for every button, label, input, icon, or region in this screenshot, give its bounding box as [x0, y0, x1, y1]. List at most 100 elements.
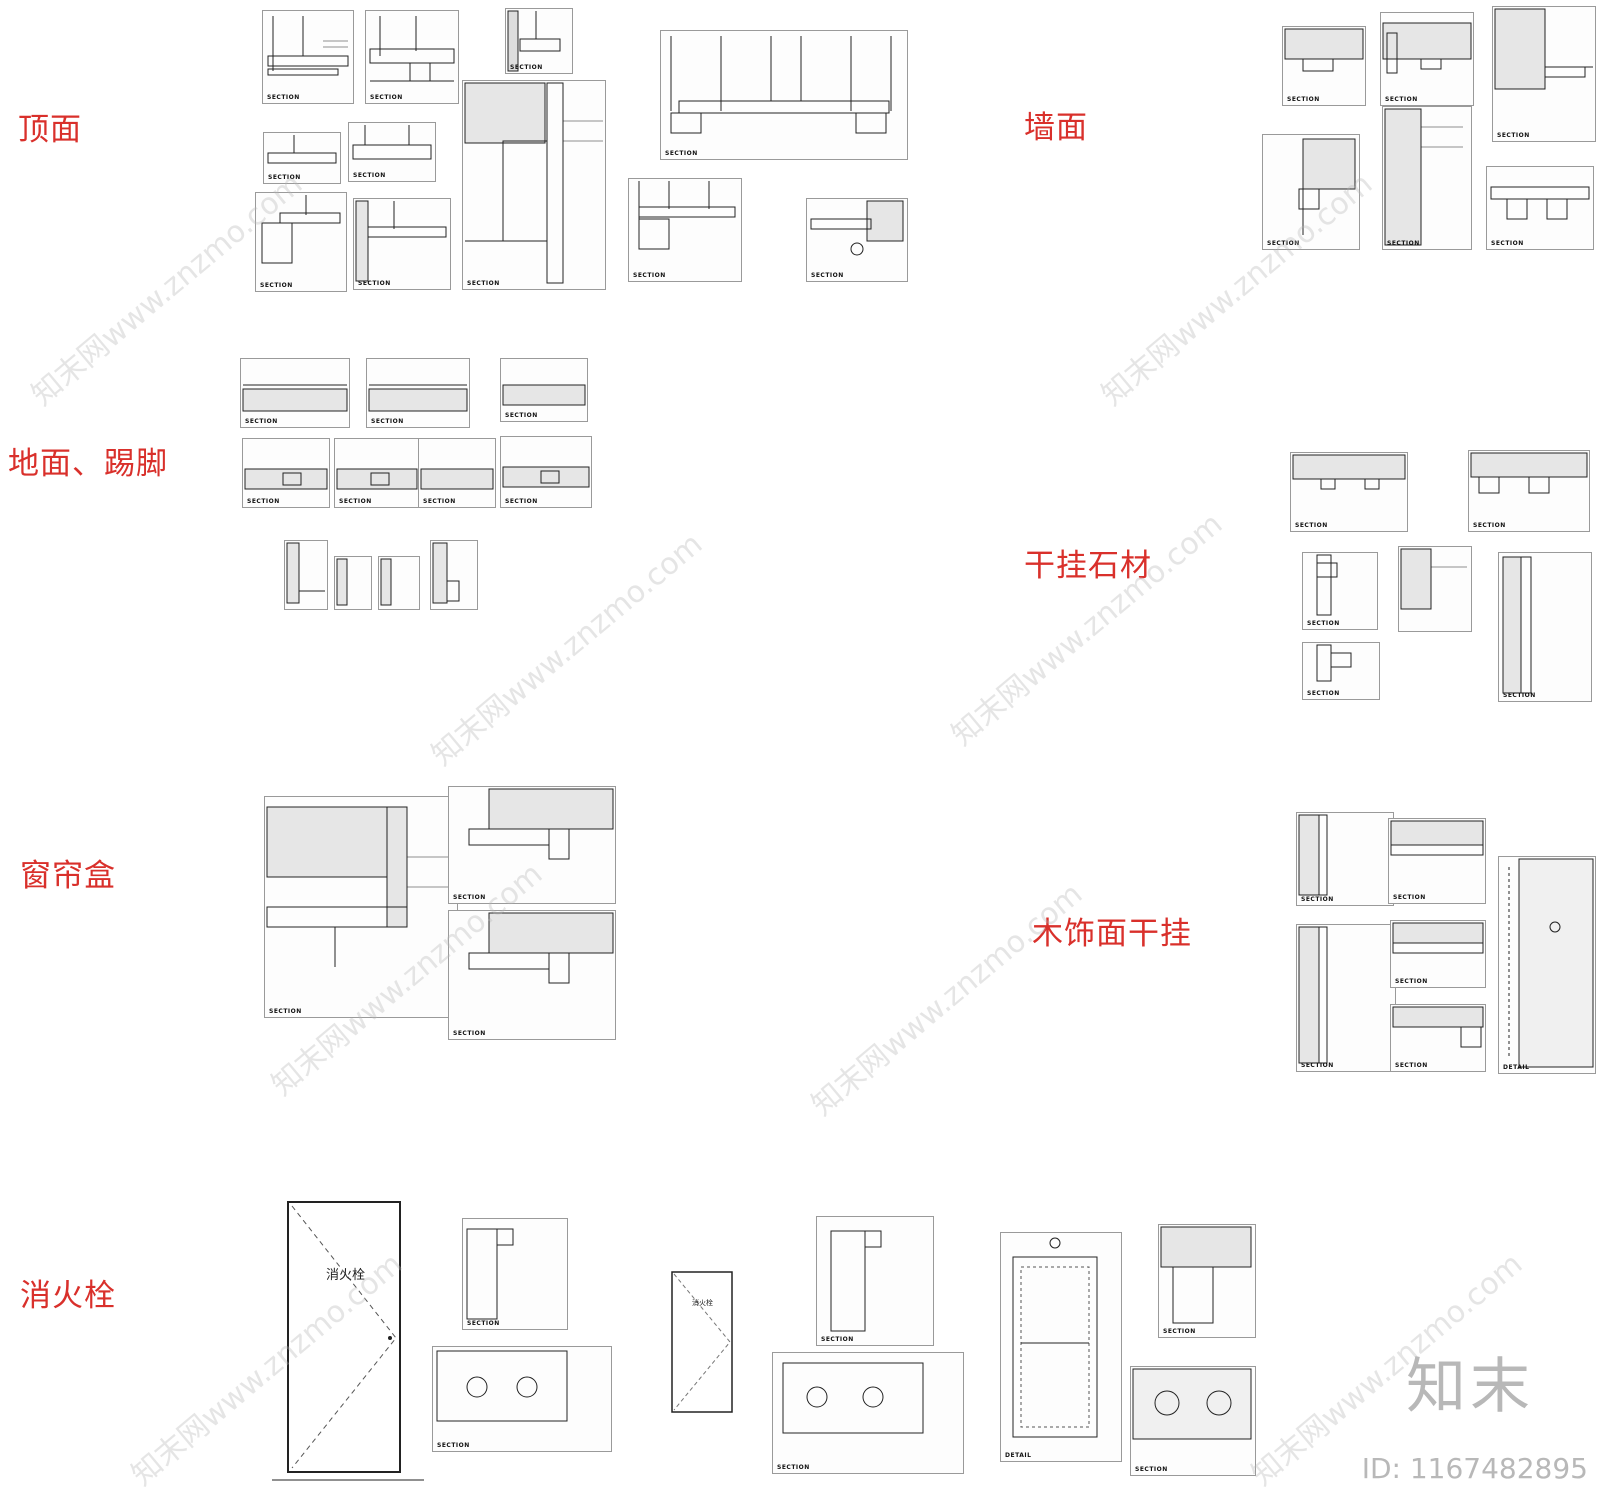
wood-dry-detail: SECTION: [1388, 818, 1486, 904]
section-tag: SECTION: [423, 498, 456, 505]
section-tag: SECTION: [269, 1008, 302, 1015]
wood-dry-detail: SECTION: [1390, 1004, 1486, 1072]
section-tag: SECTION: [505, 498, 538, 505]
section-tag: SECTION: [339, 498, 372, 505]
section-tag: SECTION: [1395, 978, 1428, 985]
section-tag: SECTION: [358, 280, 391, 287]
hydrant-detail: DETAIL: [1000, 1232, 1122, 1462]
hydrant-door-label: 消火栓: [326, 1268, 366, 1283]
wood-dry-detail: DETAIL: [1498, 856, 1596, 1074]
skirting-detail: [378, 556, 420, 610]
category-label-floor: 地面、踢脚: [8, 446, 168, 482]
ceiling-detail: SECTION: [628, 178, 742, 282]
wall-detail: SECTION: [1282, 26, 1366, 106]
hydrant-detail: SECTION: [462, 1218, 568, 1330]
dry-stone-detail: SECTION: [1498, 552, 1592, 702]
category-label-hydrant: 消火栓: [20, 1278, 116, 1314]
ceiling-detail: SECTION: [255, 192, 347, 292]
dry-stone-detail: SECTION: [1468, 450, 1590, 532]
floor-detail: SECTION: [418, 438, 496, 508]
section-tag: SECTION: [505, 412, 538, 419]
hydrant-detail: SECTION: [1130, 1366, 1256, 1476]
dry-stone-detail: SECTION: [1302, 552, 1378, 630]
section-tag: SECTION: [1503, 692, 1536, 699]
hydrant-door-label-small: 消火栓: [692, 1299, 713, 1307]
section-tag: SECTION: [633, 272, 666, 279]
hydrant-detail: SECTION: [432, 1346, 612, 1452]
section-tag: SECTION: [247, 498, 280, 505]
wood-dry-detail: SECTION: [1296, 812, 1394, 906]
floor-detail: SECTION: [500, 436, 592, 508]
ceiling-detail: SECTION: [505, 8, 573, 74]
watermark: 知末网www.znzmo.com: [945, 506, 1230, 753]
section-tag: SECTION: [467, 280, 500, 287]
section-tag: SECTION: [467, 1320, 500, 1327]
floor-detail: SECTION: [240, 358, 350, 428]
section-tag: SECTION: [811, 272, 844, 279]
section-tag: SECTION: [1301, 1062, 1334, 1069]
section-tag: SECTION: [821, 1336, 854, 1343]
section-tag: SECTION: [1497, 132, 1530, 139]
dry-stone-detail: [1398, 546, 1472, 632]
skirting-detail: [284, 540, 328, 610]
dry-stone-detail: SECTION: [1290, 452, 1408, 532]
section-tag: SECTION: [245, 418, 278, 425]
category-label-curtain-box: 窗帘盒: [20, 858, 116, 894]
curtain-box-detail: SECTION: [264, 796, 458, 1018]
section-tag: SECTION: [260, 282, 293, 289]
section-tag: SECTION: [777, 1464, 810, 1471]
section-tag: SECTION: [1473, 522, 1506, 529]
section-tag: SECTION: [1295, 522, 1328, 529]
wall-detail: SECTION: [1382, 106, 1472, 250]
hydrant-detail: SECTION: [772, 1352, 964, 1474]
ceiling-detail: SECTION: [806, 198, 908, 282]
floor-detail: SECTION: [366, 358, 470, 428]
section-tag: SECTION: [1307, 620, 1340, 627]
section-tag: SECTION: [267, 94, 300, 101]
hydrant-detail: SECTION: [1158, 1224, 1256, 1338]
floor-detail: SECTION: [242, 438, 330, 508]
section-tag: SECTION: [1387, 240, 1420, 247]
detail-tag: DETAIL: [1503, 1064, 1530, 1071]
floor-detail: SECTION: [334, 438, 420, 508]
skirting-detail: [430, 540, 478, 610]
section-tag: SECTION: [1307, 690, 1340, 697]
section-tag: SECTION: [268, 174, 301, 181]
section-tag: SECTION: [1393, 894, 1426, 901]
detail-tag: DETAIL: [1005, 1452, 1032, 1459]
ceiling-detail: SECTION: [462, 80, 606, 290]
section-tag: SECTION: [1301, 896, 1334, 903]
hydrant-door-elevation: 消火栓: [268, 1198, 428, 1488]
hydrant-detail: SECTION: [816, 1216, 934, 1346]
dry-stone-detail: SECTION: [1302, 642, 1380, 700]
section-tag: SECTION: [1163, 1328, 1196, 1335]
wall-detail: SECTION: [1486, 166, 1594, 250]
ceiling-detail: SECTION: [263, 132, 341, 184]
ceiling-detail: SECTION: [660, 30, 908, 160]
section-tag: SECTION: [1385, 96, 1418, 103]
section-tag: SECTION: [1491, 240, 1524, 247]
section-tag: SECTION: [353, 172, 386, 179]
category-label-wall: 墙面: [1024, 110, 1088, 146]
section-tag: SECTION: [453, 894, 486, 901]
wood-dry-detail: SECTION: [1390, 920, 1486, 988]
section-tag: SECTION: [453, 1030, 486, 1037]
category-label-wood-dry: 木饰面干挂: [1032, 916, 1192, 952]
section-tag: SECTION: [1287, 96, 1320, 103]
brand-logo: 知末: [1406, 1352, 1534, 1422]
category-label-ceiling: 顶面: [18, 112, 82, 148]
section-tag: SECTION: [1267, 240, 1300, 247]
ceiling-detail: SECTION: [262, 10, 354, 104]
ceiling-detail: SECTION: [348, 122, 436, 182]
ceiling-detail: SECTION: [353, 198, 451, 290]
ceiling-detail: SECTION: [365, 10, 459, 104]
wall-detail: SECTION: [1380, 12, 1474, 106]
brand-id: ID: 1167482895: [1361, 1452, 1588, 1485]
wall-detail: SECTION: [1492, 6, 1596, 142]
floor-detail: SECTION: [500, 358, 588, 422]
hydrant-door-elevation-small: 消火栓: [664, 1268, 740, 1424]
curtain-box-detail: SECTION: [448, 786, 616, 904]
wood-dry-detail: SECTION: [1296, 924, 1396, 1072]
section-tag: SECTION: [437, 1442, 470, 1449]
